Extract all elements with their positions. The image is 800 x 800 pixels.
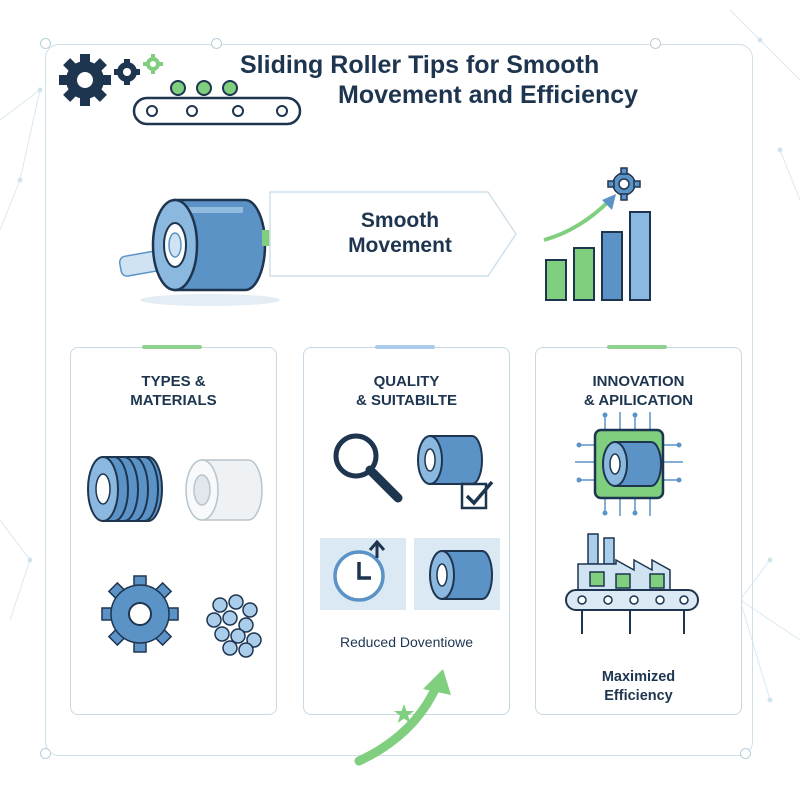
frame-node (740, 748, 751, 759)
card-title-line-1: INNOVATION (592, 373, 685, 390)
ribbed-roller-icon (87, 456, 163, 522)
caption-line-1: Maximized (601, 669, 676, 685)
page-title: Sliding Roller Tips for Smooth Movement … (200, 50, 720, 110)
card-title: TYPES & MATERIALS (70, 372, 277, 410)
chip-icon (575, 412, 683, 516)
frame-node (40, 38, 51, 49)
magnifier-icon (333, 433, 403, 503)
caption-line-2: Efficiency (604, 688, 673, 704)
card-title: QUALITY & SUITABILTE (303, 372, 510, 410)
card-caption: Maximized Efficiency (535, 668, 742, 706)
card-accent-bar (142, 345, 202, 349)
frame-node (650, 38, 661, 49)
card-title-line-2: & APILICATION (583, 392, 694, 409)
star-icon (394, 704, 414, 723)
card-title-line-2: MATERIALS (130, 392, 217, 409)
card-accent-bar (607, 345, 667, 349)
roller-icon (118, 198, 280, 306)
content-frame (45, 44, 753, 756)
conveyor-icon (132, 80, 302, 126)
title-line-1: Sliding Roller Tips for Smooth (240, 51, 600, 79)
gears-icon (59, 54, 163, 106)
banner-line-2: Movement (348, 234, 452, 257)
ball-bearings-icon (206, 594, 262, 658)
banner-text: Smooth Movement (300, 208, 500, 258)
card-caption: Reduced Doventiowe (339, 634, 474, 650)
card-innovation-application (535, 347, 742, 715)
clock-icon (333, 539, 386, 602)
checkbox-icon (460, 480, 494, 510)
frame-node (40, 748, 51, 759)
card-title: INNOVATION & APILICATION (535, 372, 742, 410)
upward-arrow-icon (354, 669, 451, 766)
factory-conveyor-icon (565, 533, 699, 634)
nylon-roller-icon (185, 459, 263, 521)
card-title-line-1: QUALITY (373, 373, 440, 390)
banner-line-1: Smooth (360, 209, 440, 232)
frame-node (211, 38, 222, 49)
card-quality-suitability (303, 347, 510, 715)
smooth-movement-banner (269, 191, 517, 277)
card-title-line-1: TYPES & (141, 373, 206, 390)
roller-icon (429, 550, 493, 600)
card-title-line-2: & SUITABILTE (355, 392, 458, 409)
title-line-2: Movement and Efficiency (338, 81, 639, 109)
sprocket-icon (101, 575, 179, 653)
card-accent-bar (375, 345, 435, 349)
growth-chart-icon (543, 167, 651, 301)
